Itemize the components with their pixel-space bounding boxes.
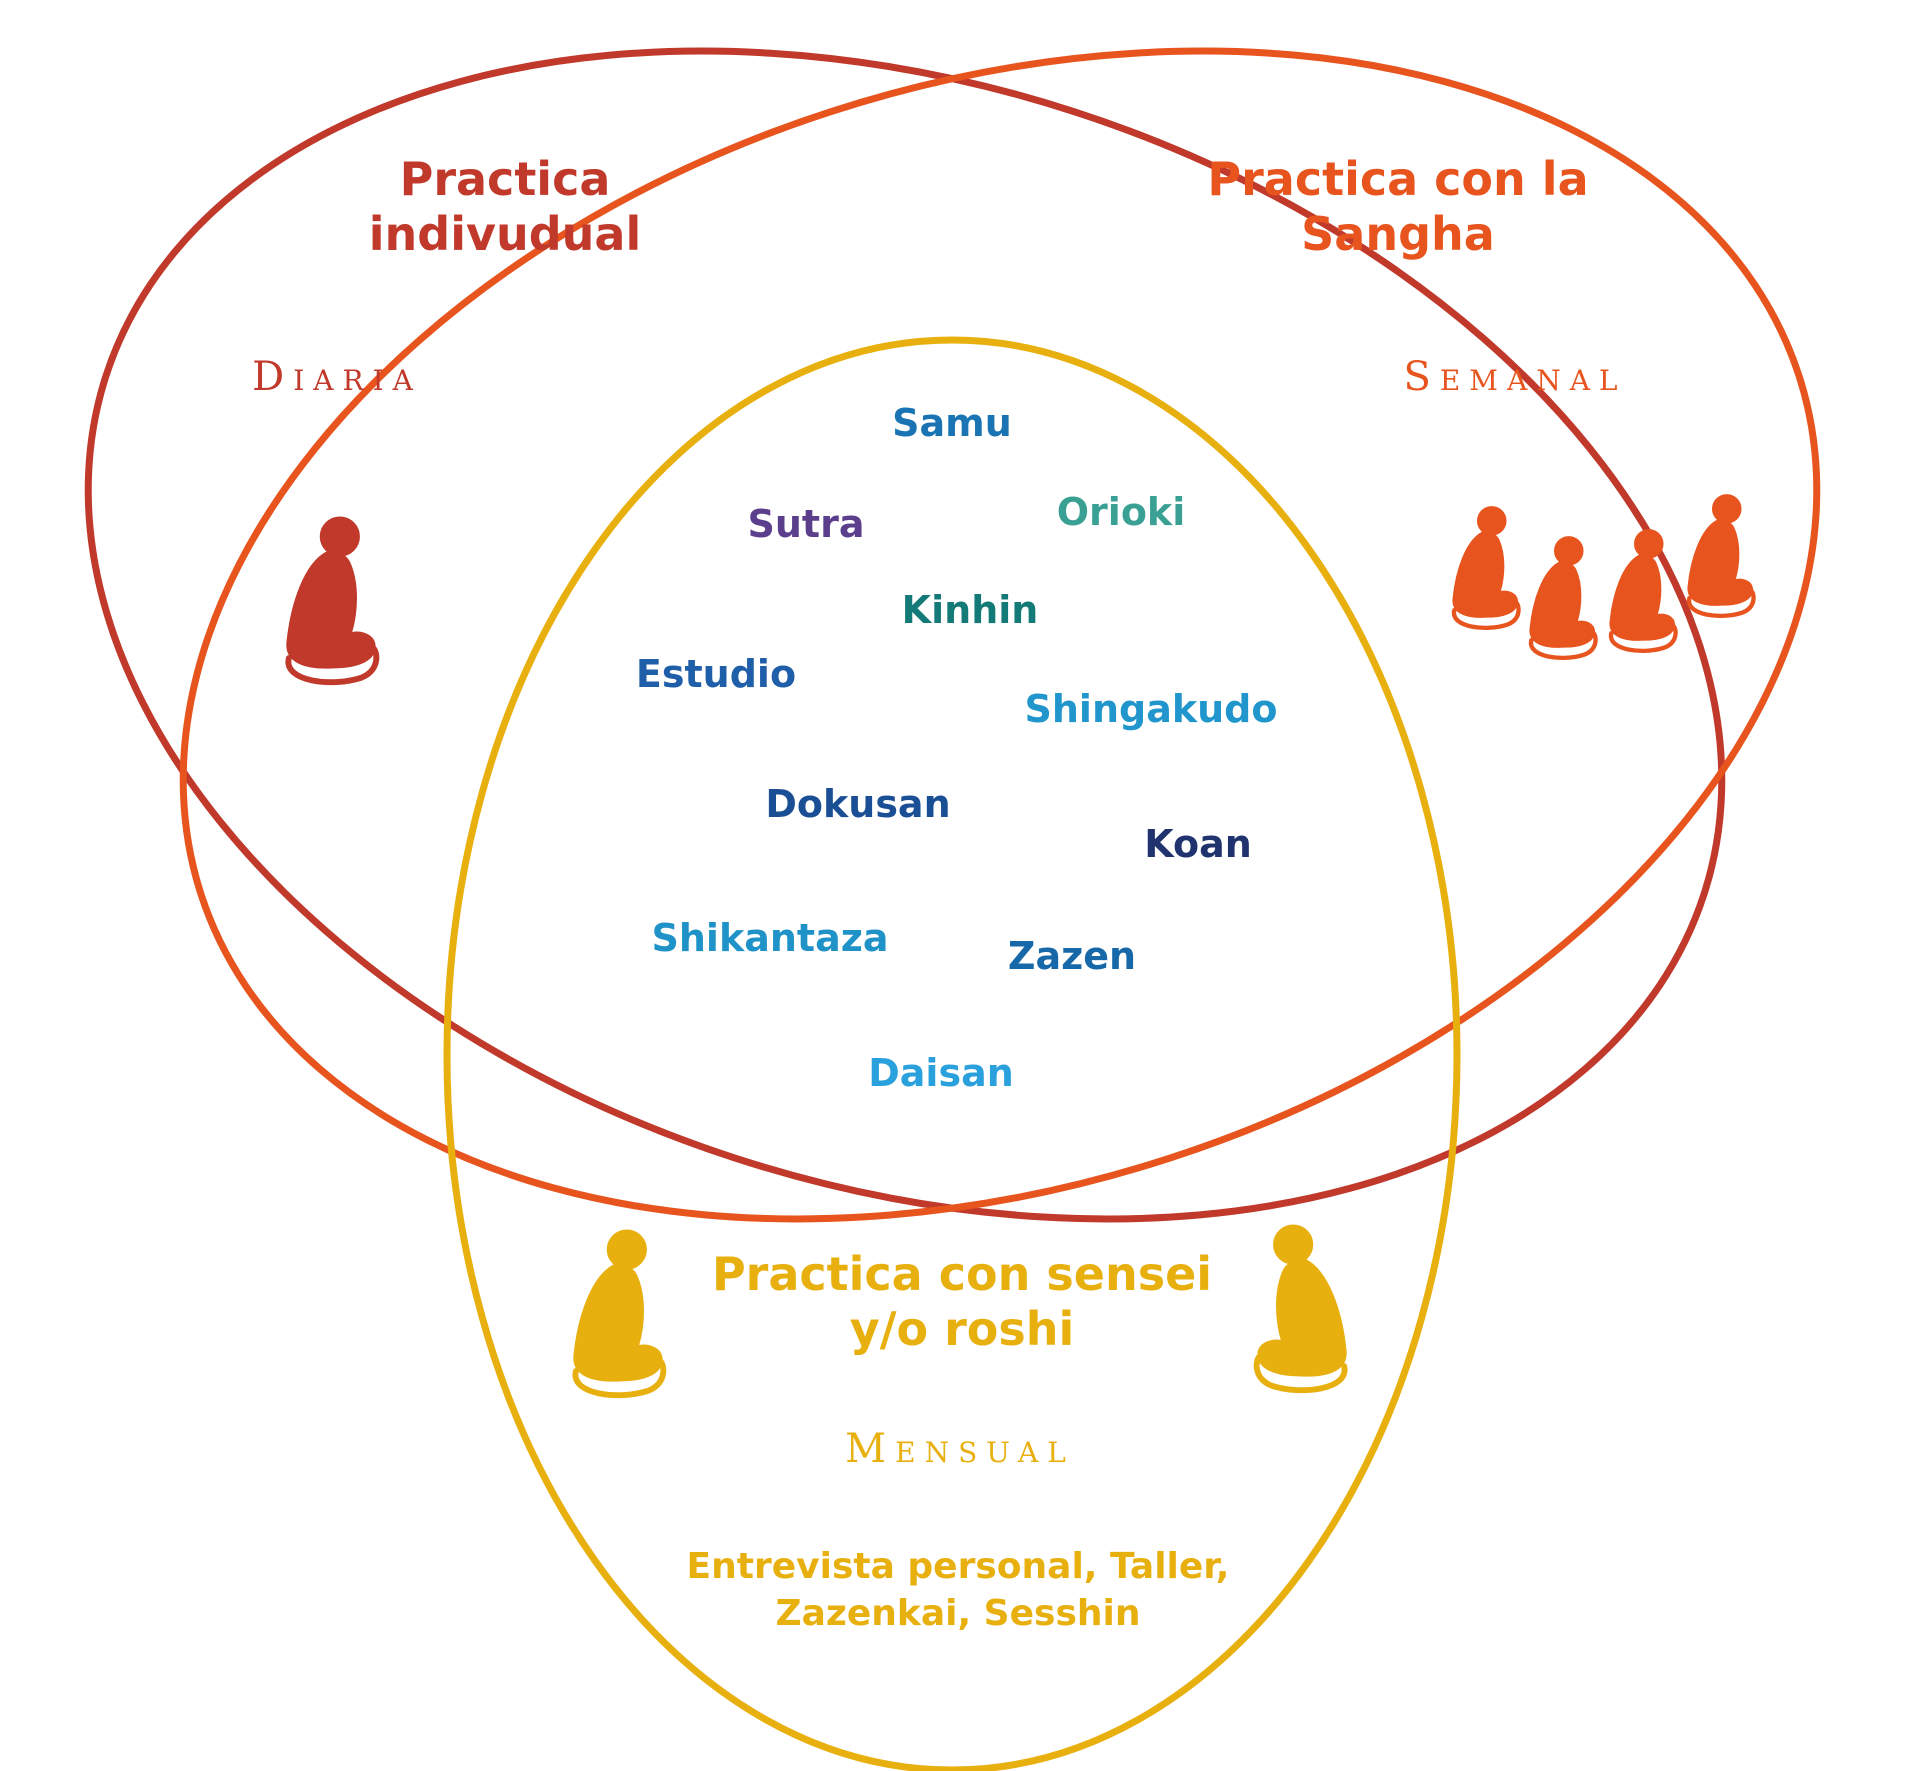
sangha-meditator-icon xyxy=(1688,494,1754,615)
sangha-meditator-icon xyxy=(1453,506,1519,627)
term-daisan: Daisan xyxy=(868,1051,1014,1095)
sangha-meditator-icon xyxy=(1610,529,1676,650)
sensei-title-line1: Practica con sensei xyxy=(712,1247,1212,1301)
sangha-frequency: Semanal xyxy=(1403,354,1626,400)
sangha-meditator-icon xyxy=(1530,536,1596,657)
sangha-meditator-group-icon xyxy=(1453,494,1754,657)
sensei-activities-line2: Zazenkai, Sesshin xyxy=(776,1593,1141,1634)
term-samu: Samu xyxy=(892,401,1012,445)
individual-meditator-icon xyxy=(287,517,377,682)
individual-title-line1: Practica xyxy=(400,152,611,206)
term-shikantaza: Shikantaza xyxy=(652,916,889,960)
term-shingakudo: Shingakudo xyxy=(1025,687,1278,731)
center-terms: Samu Sutra Orioki Kinhin Estudio Shingak… xyxy=(636,401,1278,1095)
sensei-meditator-icon-right xyxy=(1257,1225,1347,1390)
individual-practice-circle xyxy=(84,47,1726,1223)
sensei-title-line2: y/o roshi xyxy=(850,1302,1075,1356)
sangha-title-line1: Practica con la xyxy=(1207,152,1588,206)
individual-title-line2: indivudual xyxy=(369,207,641,261)
term-dokusan: Dokusan xyxy=(765,782,950,826)
term-estudio: Estudio xyxy=(636,652,796,696)
individual-frequency: Diaria xyxy=(252,354,422,400)
sensei-frequency: Mensual xyxy=(845,1426,1075,1472)
term-zazen: Zazen xyxy=(1008,934,1136,978)
term-koan: Koan xyxy=(1144,822,1252,866)
sensei-meditator-icon-left xyxy=(574,1230,664,1395)
sangha-practice-circle xyxy=(179,47,1821,1223)
term-orioki: Orioki xyxy=(1057,490,1185,534)
sensei-activities-line1: Entrevista personal, Taller, xyxy=(687,1546,1230,1587)
term-kinhin: Kinhin xyxy=(902,588,1039,632)
sangha-title-line2: Sangha xyxy=(1301,207,1495,261)
sensei-practice-circle xyxy=(443,336,1461,1771)
term-sutra: Sutra xyxy=(748,502,865,546)
